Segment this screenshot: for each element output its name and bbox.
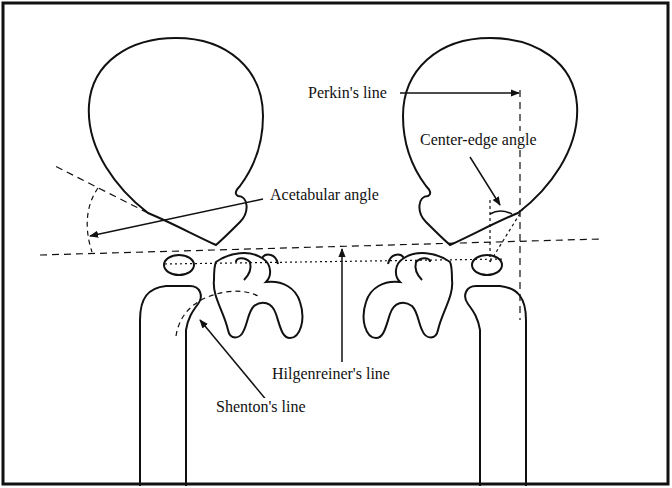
line-label: Shenton's line [214,398,308,416]
line-label: Acetabular angle [268,186,381,204]
line-label: Perkin's line [306,84,389,102]
line-label: Hilgenreiner's line [270,365,392,383]
line-label: Center-edge angle [418,131,539,149]
